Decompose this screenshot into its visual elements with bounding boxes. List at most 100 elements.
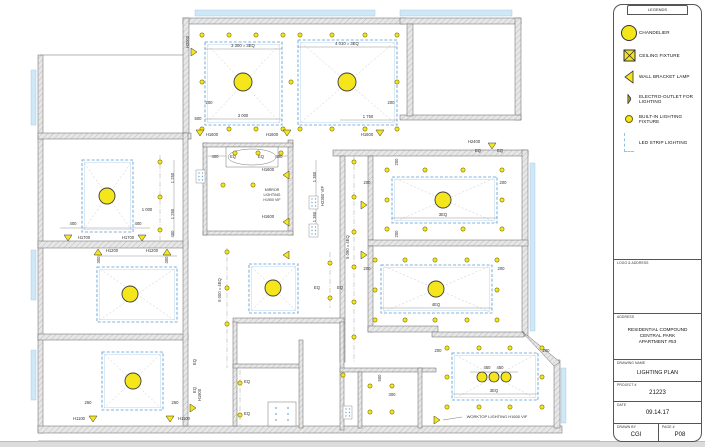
built-in-light-symbol [499,167,505,173]
dim-label: WORKTOP LIGHTING H1600 VIF [467,414,528,419]
ceiling-edge [300,42,395,123]
vent-dot [311,201,313,204]
dim-label: 4EQ [432,302,441,307]
ceiling-edge [454,355,536,398]
legend-item-label: LED STRIP LIGHTING [639,139,688,145]
shower-dot [287,413,289,415]
dim-label: 400 [135,221,143,226]
wall [182,17,406,25]
legend-item-label: WALL BRACKET LAMP [639,74,690,80]
dim-label: 500 [195,116,203,121]
vent [308,195,319,210]
dim-label: EQ [314,285,321,290]
built-in-light-symbol [372,257,378,263]
built-in-light-symbol [297,126,303,132]
ceiling-edge [99,269,175,320]
dim-label: H1100 [73,416,86,421]
wall-bracket-symbol [88,415,98,423]
drawing-info-panel: LEGENDS CHANDELIER CEILING FIXTURE WAL [613,4,702,442]
dim-label: 200 [394,230,399,238]
built-in-light-symbol [157,194,163,200]
legend-item-label: CEILING FIXTURE [639,52,680,58]
dim-label: 450 [497,365,505,370]
vent-dot [314,205,317,207]
vent-dot [345,415,347,417]
vent-dot [311,229,313,232]
wall [431,331,525,338]
wall [417,367,423,429]
wall [367,155,374,241]
logo-address-label: LOGO & ADDRESS [617,261,649,265]
dim-label: 1 350 [312,211,317,222]
led-strip-room [248,263,299,314]
wall [37,333,189,341]
window [560,367,567,424]
dim-label: H1200 [106,248,119,253]
vent-dot [348,408,351,410]
dim-label: 300 [389,392,397,397]
built-in-light-symbol [422,167,428,173]
ceiling-edge [84,162,131,230]
dim-label: H1700 [78,235,91,240]
ceiling-fixture-icon [623,49,635,62]
legend-item-wall-bracket: WALL BRACKET LAMP [619,70,698,84]
built-in-light-symbol [444,374,450,380]
legend-item-led-strip: LED STRIP LIGHTING [619,132,698,152]
built-in-light-symbol [460,226,466,232]
chandelier-symbol [124,372,142,390]
built-in-light-symbol [384,226,390,232]
pendant-light-symbol [476,371,488,383]
vent [195,169,206,184]
built-in-light-symbol [199,32,205,38]
dim-label: EQ [475,148,482,153]
dim-label: 200 [388,100,396,105]
built-in-light-symbol [432,257,438,263]
wall [202,142,208,236]
address-line: RESIDENTIAL COMPOUND [627,327,688,332]
led-strip-room [204,41,283,126]
ceiling-edge [251,266,296,311]
vent-dot [198,172,200,174]
ceiling-edge [383,267,490,311]
dim-label: 3EQ [490,388,499,393]
built-in-light-symbol [329,126,335,132]
wall [399,114,522,121]
wall [514,17,522,121]
built-in-light-symbol [232,150,238,156]
built-in-light-symbol [226,32,232,38]
wall-bracket-symbol [282,250,290,260]
vent-dot [348,415,351,417]
built-in-light-symbol [327,295,333,301]
dim-label: EQ [192,358,197,365]
dim-label: 200 [364,266,372,271]
wall [232,317,345,324]
built-in-light-symbol [394,126,400,132]
built-in-light-symbol [367,409,373,415]
wall-bracket-symbol [195,129,205,137]
built-in-light-symbol [476,404,482,410]
drawn-by-page-box: DRAWN BY CGI PAGE # P08 [614,423,701,441]
window [30,349,37,401]
dim-label: 200 [498,266,506,271]
dim-label: EQ [258,154,265,159]
legend-item-label: CHANDELIER [639,30,670,36]
date-box: DATE 09.14.17 [614,401,701,424]
wall-bracket-symbol [93,248,103,256]
wall-bracket-symbol [282,129,292,137]
wall [182,132,189,427]
vent-dot [314,233,317,235]
chandelier-symbol [121,285,139,303]
dim-label: 1 000 [142,207,153,212]
leader-line [442,416,463,421]
date-label: DATE [617,403,627,407]
built-in-light-symbol [464,257,470,263]
built-in-light-symbol [394,32,400,38]
page-cell: PAGE # P08 [659,424,701,441]
electro-outlet-icon [627,94,631,104]
project-box: PROJECT # 21223 [614,381,701,402]
wall-bracket-symbol [282,217,290,227]
ceiling-edge [207,44,280,123]
legend-item-builtin-light: BUILT-IN LIGHTING FIXTURE [619,114,698,125]
built-in-light-symbol [402,257,408,263]
